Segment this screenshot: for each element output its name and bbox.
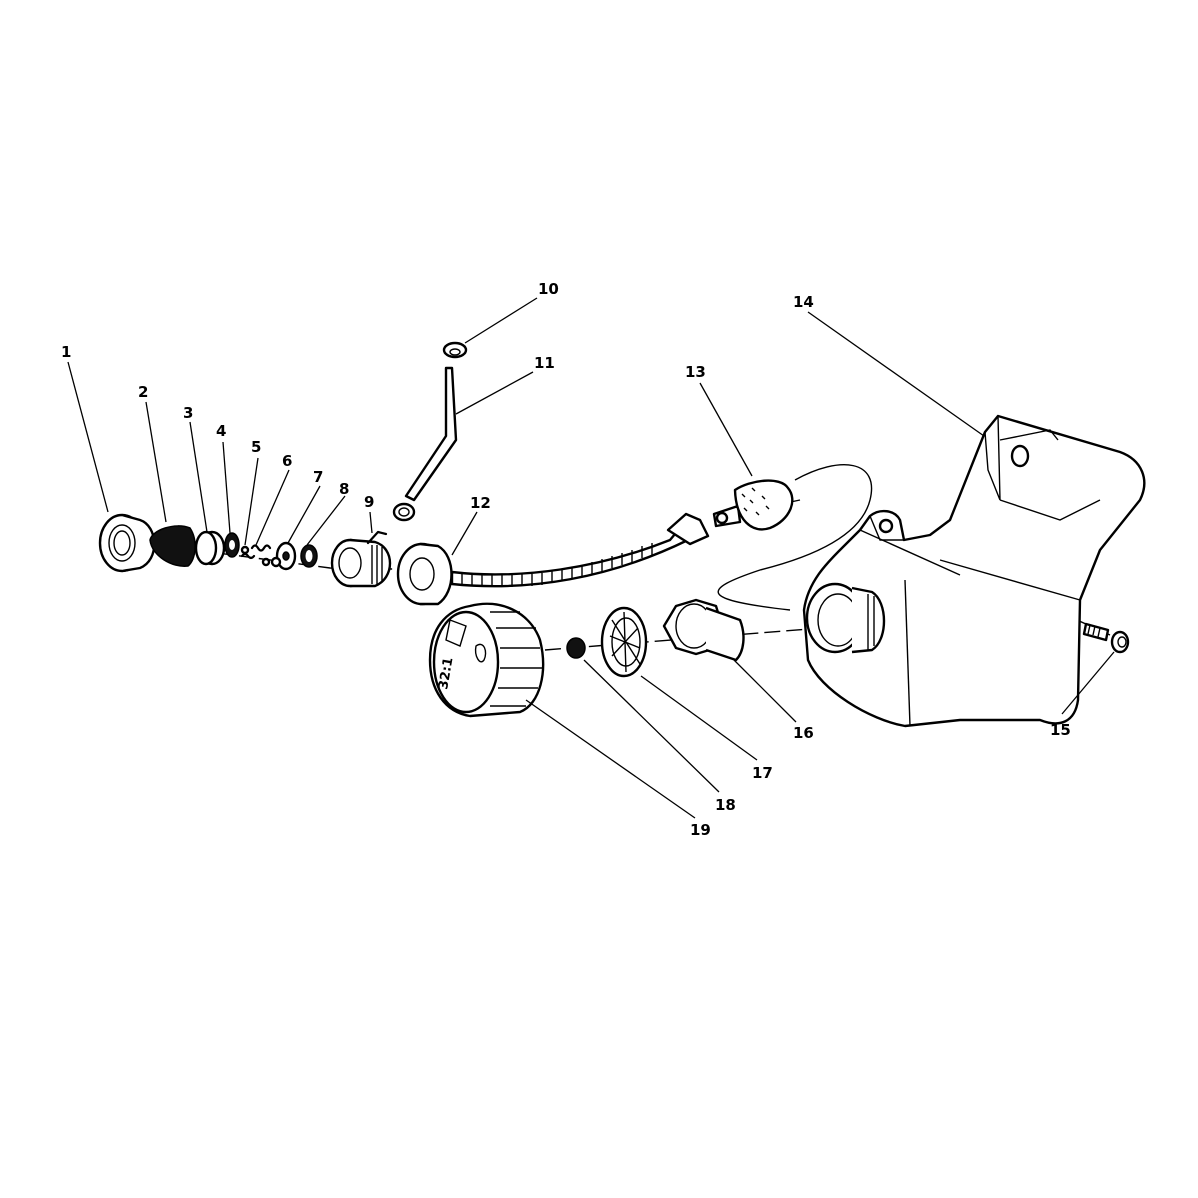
callout-3: 3 xyxy=(183,404,193,422)
part-18-plug xyxy=(566,637,586,659)
part-8-oring xyxy=(300,544,318,568)
callout-10: 10 xyxy=(538,280,559,298)
part-14-fuel-tank xyxy=(802,414,1146,728)
callout-11: 11 xyxy=(534,354,555,372)
cap-marking-text: 32:1 xyxy=(436,656,456,690)
part-10-tube-cap xyxy=(442,341,468,359)
callout-4: 4 xyxy=(216,422,226,440)
part-9-grommet-body xyxy=(330,530,392,588)
part-17-vent-disc xyxy=(600,606,648,678)
callout-12: 12 xyxy=(470,494,491,512)
part-19-fuel-cap: 32:1 xyxy=(428,602,545,718)
part-3-disc xyxy=(194,530,226,566)
callout-9: 9 xyxy=(364,493,374,511)
leader-lines xyxy=(67,297,1115,819)
callout-1: 1 xyxy=(61,343,71,361)
part-12-fuel-line xyxy=(396,512,710,606)
callout-17: 17 xyxy=(752,764,773,782)
part-13-fuel-filter xyxy=(712,479,794,531)
callout-18: 18 xyxy=(715,796,736,814)
callout-7: 7 xyxy=(313,468,323,486)
part-11-vent-tube xyxy=(392,366,458,522)
callout-14: 14 xyxy=(793,293,814,311)
callout-13: 13 xyxy=(685,363,706,381)
part-4-washer xyxy=(224,532,240,558)
callout-16: 16 xyxy=(793,724,814,742)
part-2-cone xyxy=(149,525,196,567)
part-5-pin xyxy=(240,545,256,560)
part-1-bushing xyxy=(98,513,156,573)
callout-5: 5 xyxy=(251,438,261,456)
part-6-spring xyxy=(250,544,272,567)
callout-15: 15 xyxy=(1050,721,1071,739)
part-16-filler-neck xyxy=(662,598,745,662)
callout-labels: 1 2 3 4 5 6 7 8 9 10 11 12 13 14 15 16 1… xyxy=(61,280,1071,839)
part-7-flange xyxy=(270,541,297,571)
part-15-screw xyxy=(1082,622,1130,654)
callout-6: 6 xyxy=(282,452,292,470)
callout-19: 19 xyxy=(690,821,711,839)
callout-8: 8 xyxy=(339,480,349,498)
callout-2: 2 xyxy=(138,383,148,401)
